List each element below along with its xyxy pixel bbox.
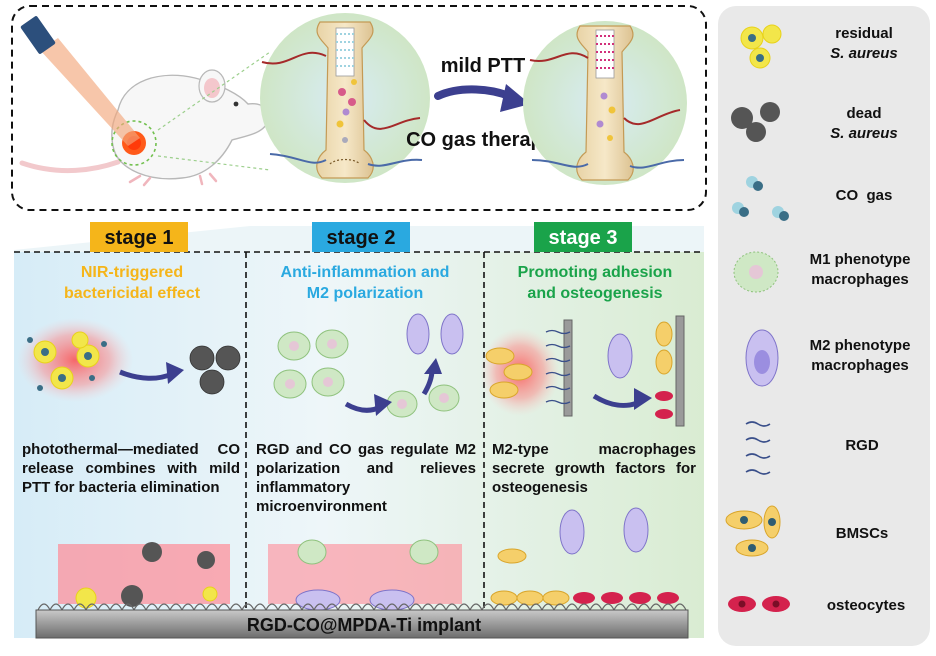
stage3-title-line1: Promoting adhesion bbox=[517, 264, 673, 281]
legend-label-dead-species: S. aureus bbox=[830, 125, 898, 142]
co-gas-icon bbox=[732, 176, 789, 221]
legend-label-m1: M1 phenotype bbox=[810, 251, 911, 268]
mouse-illustration bbox=[19, 16, 271, 187]
m1-macrophage-icon bbox=[733, 251, 779, 293]
legend-label-m1-line2: macrophages bbox=[811, 271, 909, 288]
stage3-title-line2: and osteogenesis bbox=[527, 285, 663, 302]
co-gas-therapy-label: CO gas therapy bbox=[406, 129, 555, 151]
legend-label-dead: dead bbox=[846, 105, 881, 122]
residual-bacteria-icon bbox=[740, 24, 782, 69]
bone-healed-illustration bbox=[523, 21, 687, 185]
legend-label-m2-line2: macrophages bbox=[811, 357, 909, 374]
legend-panel bbox=[718, 6, 930, 646]
osteocyte-icon bbox=[728, 596, 790, 612]
stage1-illustration bbox=[17, 318, 241, 402]
implant-label: RGD-CO@MPDA-Ti implant bbox=[247, 615, 481, 635]
stage3-badge bbox=[534, 222, 632, 252]
stage1-implant-scene bbox=[58, 542, 230, 609]
stage2-illustration bbox=[273, 313, 464, 418]
stage2-title-line1: Anti-inflammation and bbox=[280, 264, 450, 281]
stage2-implant-scene bbox=[268, 539, 462, 611]
legend-label-m2: M2 phenotype bbox=[810, 337, 911, 354]
stage1-title-line1: NIR-triggered bbox=[80, 264, 184, 281]
legend-label-osteocytes: osteocytes bbox=[827, 597, 905, 614]
stage1-badge-label: stage 1 bbox=[105, 227, 174, 249]
stage1-title: NIR-triggered bactericidal effect bbox=[22, 262, 242, 304]
stage3-illustration bbox=[480, 315, 685, 427]
therapy-arrow bbox=[434, 84, 530, 112]
m2-macrophage-icon bbox=[745, 329, 779, 387]
stage3-implant-scene bbox=[490, 507, 679, 606]
stage2-badge bbox=[312, 222, 410, 252]
legend-label-bmscs: BMSCs bbox=[836, 525, 889, 542]
stage2-title: Anti-inflammation and M2 polarization bbox=[250, 262, 480, 304]
implant-bar bbox=[35, 609, 689, 639]
stage3-title: Promoting adhesion and osteogenesis bbox=[488, 262, 702, 304]
legend-label-residual-species: S. aureus bbox=[830, 45, 898, 62]
stage1-caption: photothermal—mediated CO release combine… bbox=[22, 441, 240, 496]
rgd-icon bbox=[745, 421, 771, 475]
bone-infected-illustration bbox=[260, 13, 430, 183]
legend-label-co-gas: CO gas bbox=[836, 187, 893, 204]
stage1-badge bbox=[90, 222, 188, 252]
stage1-title-line2: bactericidal effect bbox=[63, 285, 201, 302]
bmsc-icon bbox=[725, 505, 781, 557]
stage2-title-line2: M2 polarization bbox=[306, 285, 424, 302]
legend-label-rgd: RGD bbox=[845, 437, 879, 454]
stage3-caption: M2-type macrophages secrete growth facto… bbox=[492, 441, 696, 496]
stage2-caption: RGD and CO gas regulate M2 polarization … bbox=[256, 441, 476, 515]
stage3-badge-label: stage 3 bbox=[549, 227, 618, 249]
legend-label-residual: residual bbox=[835, 25, 893, 42]
dead-bacteria-icon bbox=[731, 102, 780, 142]
mild-ptt-label: mild PTT bbox=[441, 55, 525, 77]
stage2-badge-label: stage 2 bbox=[327, 227, 396, 249]
